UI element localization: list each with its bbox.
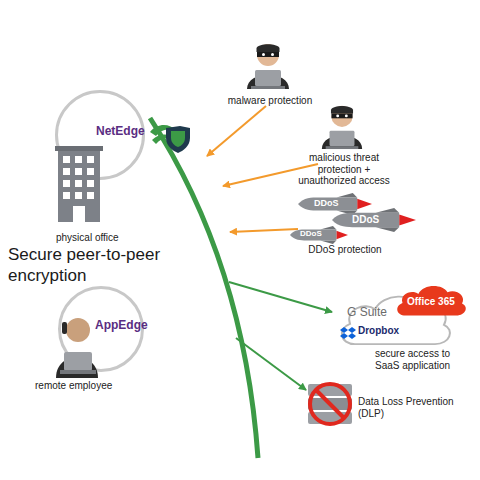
threat-arrow	[207, 106, 266, 156]
threat-label: malware protection	[220, 95, 320, 107]
rocket-flame	[357, 199, 372, 209]
office365-cloud: Office 365	[393, 282, 469, 318]
saas-cloud: G SuiteDropboxsecure access to SaaS appl…	[335, 290, 455, 348]
node-caption: physical office	[56, 232, 156, 244]
rocket-label: DDoS	[314, 198, 354, 208]
rocket-fin	[336, 193, 357, 197]
office-circle: NetEdgephysical office	[55, 90, 145, 180]
hacker-icon	[322, 106, 362, 149]
access-arrow	[236, 338, 306, 390]
shield-logo	[150, 125, 190, 153]
rocket-fin	[320, 226, 336, 230]
feature-label: Data Loss Prevention (DLP)	[358, 396, 470, 419]
rocket-body	[332, 213, 399, 227]
node-title: AppEdge	[95, 319, 155, 333]
node-caption: secure access to SaaS application	[375, 348, 467, 371]
rocket-fin	[320, 240, 336, 244]
threat-label: DDoS protection	[295, 244, 395, 256]
access-arrow	[229, 282, 332, 312]
rocket-label: DDoS	[300, 229, 336, 238]
hacker-icon	[247, 44, 289, 89]
threat-label: malicious threat protection + unauthoriz…	[290, 152, 398, 187]
rocket-fin	[376, 227, 400, 232]
app-name: Dropbox	[358, 325, 418, 337]
perimeter-arc	[150, 118, 258, 458]
employee-circle: AppEdgeremote employee	[58, 286, 144, 372]
dlp-database-icon	[308, 384, 352, 424]
node-caption: remote employee	[35, 380, 145, 392]
employee-icon	[56, 318, 98, 378]
ddos-rocket: DDoS	[298, 193, 372, 215]
building-icon	[55, 146, 103, 222]
app-name: Office 365	[407, 296, 467, 308]
ddos-rocket: DDoS	[332, 208, 416, 232]
encryption-label: Secure peer-to-peer encryption	[8, 244, 213, 287]
rocket-fin	[376, 208, 400, 213]
rocket-body	[290, 230, 336, 241]
rocket-flame	[336, 231, 348, 239]
rocket-body	[298, 197, 357, 210]
threat-arrow	[230, 229, 298, 232]
rocket-flame	[399, 214, 416, 225]
ddos-rocket: DDoS	[290, 226, 348, 244]
rocket-label: DDoS	[352, 214, 392, 226]
node-title: NetEdge	[96, 125, 156, 139]
dropbox-logo	[340, 327, 356, 339]
